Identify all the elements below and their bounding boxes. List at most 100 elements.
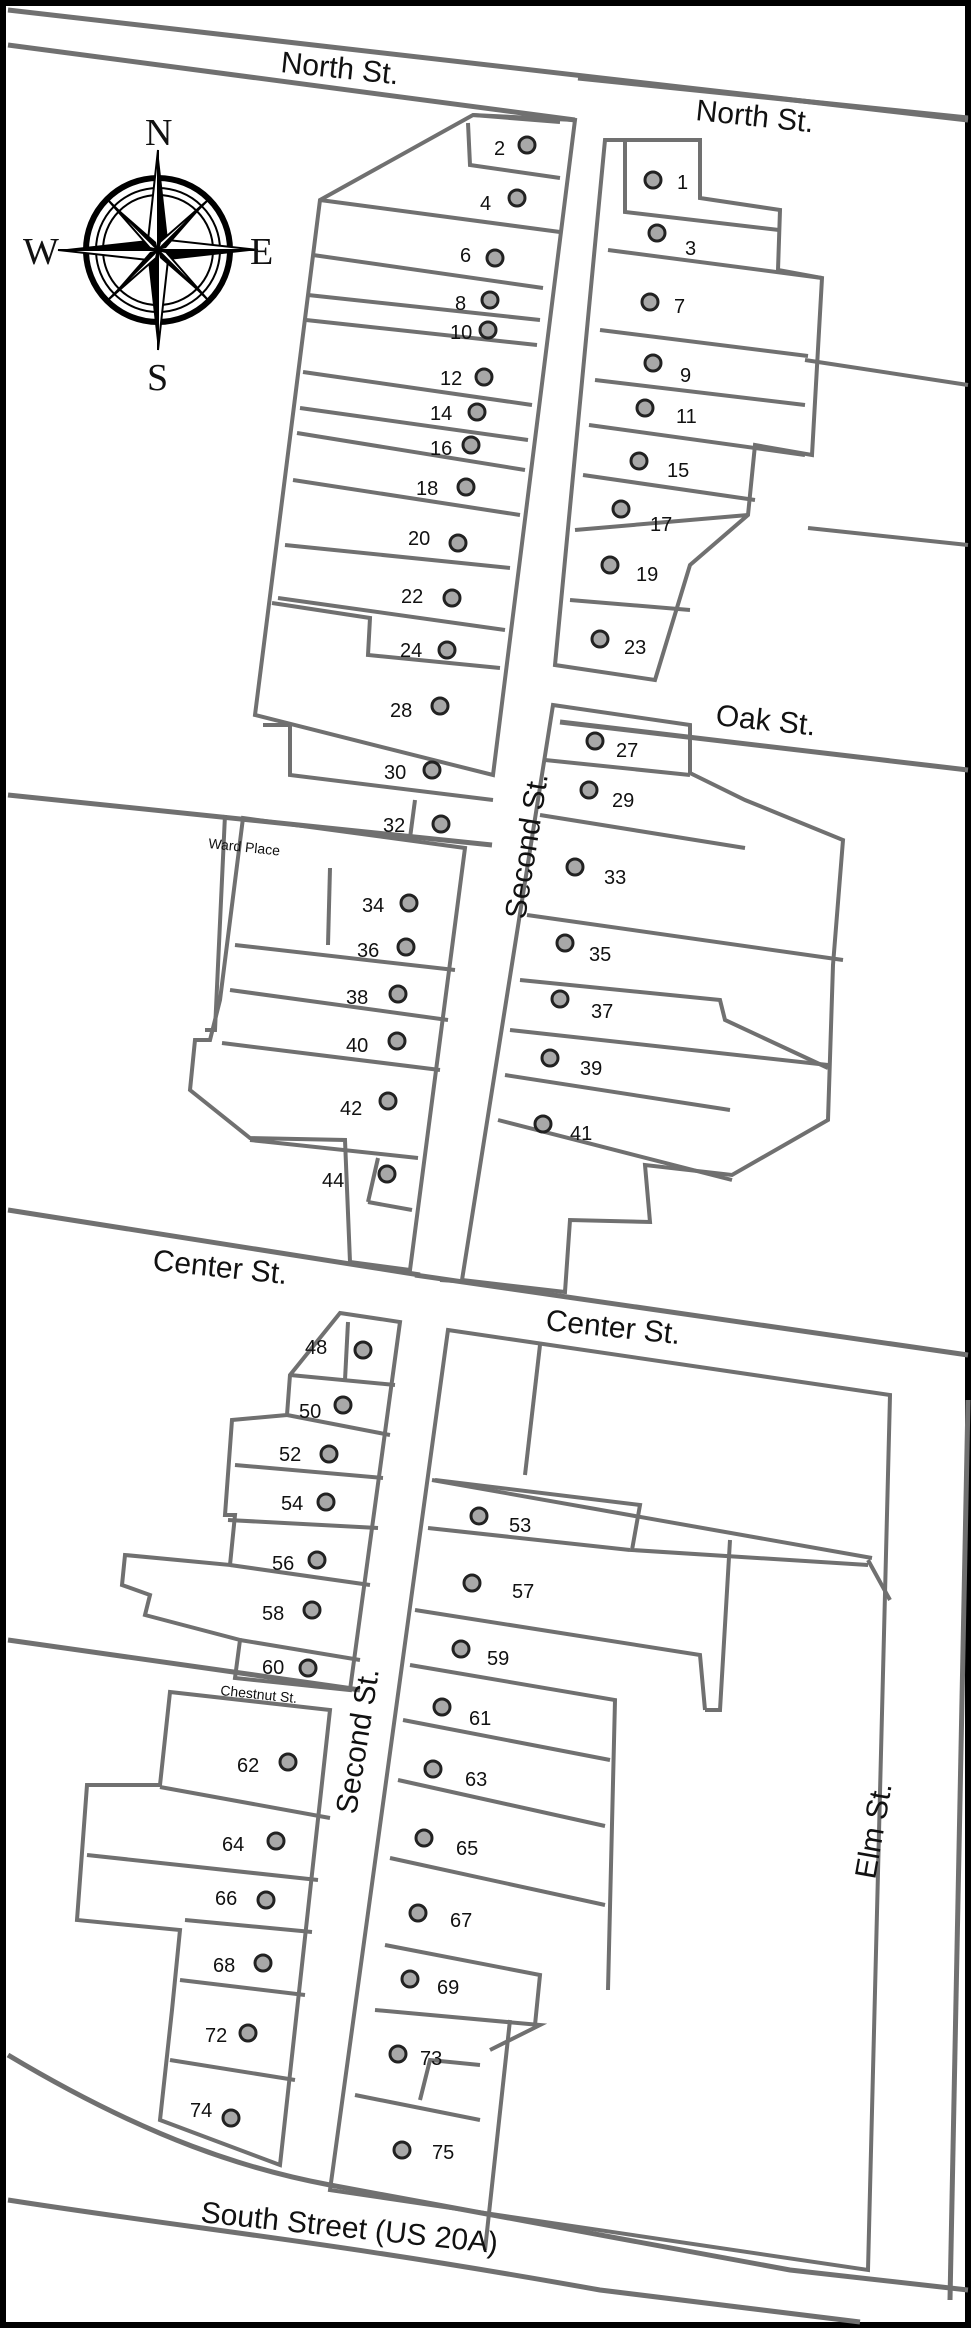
property-marker-41[interactable] bbox=[533, 1114, 553, 1134]
property-marker-35[interactable] bbox=[555, 933, 575, 953]
property-marker-38[interactable] bbox=[388, 984, 408, 1004]
property-number-32: 32 bbox=[383, 815, 405, 837]
property-marker-32[interactable] bbox=[431, 814, 451, 834]
property-number-74: 74 bbox=[190, 2100, 212, 2122]
property-marker-8[interactable] bbox=[480, 290, 500, 310]
property-number-19: 19 bbox=[636, 564, 658, 586]
property-number-30: 30 bbox=[384, 762, 406, 784]
property-number-8: 8 bbox=[455, 293, 466, 315]
property-marker-65[interactable] bbox=[414, 1828, 434, 1848]
property-marker-59[interactable] bbox=[451, 1639, 471, 1659]
property-marker-36[interactable] bbox=[396, 937, 416, 957]
property-marker-15[interactable] bbox=[629, 451, 649, 471]
property-marker-29[interactable] bbox=[579, 780, 599, 800]
property-marker-54[interactable] bbox=[316, 1492, 336, 1512]
property-number-35: 35 bbox=[589, 944, 611, 966]
property-number-9: 9 bbox=[680, 365, 691, 387]
property-marker-3[interactable] bbox=[647, 223, 667, 243]
property-marker-22[interactable] bbox=[442, 588, 462, 608]
property-marker-27[interactable] bbox=[585, 731, 605, 751]
property-marker-44[interactable] bbox=[377, 1164, 397, 1184]
property-number-7: 7 bbox=[674, 296, 685, 318]
property-marker-53[interactable] bbox=[469, 1506, 489, 1526]
property-marker-33[interactable] bbox=[565, 857, 585, 877]
property-marker-37[interactable] bbox=[550, 989, 570, 1009]
compass-e: E bbox=[250, 231, 273, 273]
property-marker-61[interactable] bbox=[432, 1697, 452, 1717]
property-marker-12[interactable] bbox=[474, 367, 494, 387]
property-number-67: 67 bbox=[450, 1910, 472, 1932]
property-number-2: 2 bbox=[494, 138, 505, 160]
property-marker-64[interactable] bbox=[266, 1831, 286, 1851]
property-marker-2[interactable] bbox=[517, 135, 537, 155]
property-number-40: 40 bbox=[346, 1035, 368, 1057]
property-marker-20[interactable] bbox=[448, 533, 468, 553]
compass-rose-icon: N S E W bbox=[23, 112, 273, 399]
property-number-44: 44 bbox=[322, 1170, 344, 1192]
property-marker-50[interactable] bbox=[333, 1395, 353, 1415]
property-number-65: 65 bbox=[456, 1838, 478, 1860]
property-marker-68[interactable] bbox=[253, 1953, 273, 1973]
property-marker-63[interactable] bbox=[423, 1759, 443, 1779]
block-a-lots bbox=[252, 112, 578, 839]
property-number-36: 36 bbox=[357, 940, 379, 962]
property-number-38: 38 bbox=[346, 987, 368, 1009]
property-number-23: 23 bbox=[624, 637, 646, 659]
property-marker-19[interactable] bbox=[600, 555, 620, 575]
property-marker-17[interactable] bbox=[611, 499, 631, 519]
property-number-34: 34 bbox=[362, 895, 384, 917]
street-label-ward-place: Ward Place bbox=[208, 835, 281, 858]
property-marker-40[interactable] bbox=[387, 1031, 407, 1051]
property-marker-75[interactable] bbox=[392, 2140, 412, 2160]
property-marker-56[interactable] bbox=[307, 1550, 327, 1570]
property-marker-24[interactable] bbox=[437, 640, 457, 660]
property-marker-39[interactable] bbox=[540, 1048, 560, 1068]
property-number-42: 42 bbox=[340, 1098, 362, 1120]
property-marker-10[interactable] bbox=[478, 320, 498, 340]
property-marker-67[interactable] bbox=[408, 1903, 428, 1923]
property-number-48: 48 bbox=[305, 1337, 327, 1359]
property-marker-4[interactable] bbox=[507, 188, 527, 208]
block-d-lots bbox=[439, 702, 846, 1295]
property-number-73: 73 bbox=[420, 2048, 442, 2070]
property-number-54: 54 bbox=[281, 1493, 303, 1515]
property-number-14: 14 bbox=[430, 403, 452, 425]
property-marker-74[interactable] bbox=[221, 2108, 241, 2128]
property-marker-42[interactable] bbox=[378, 1091, 398, 1111]
property-marker-11[interactable] bbox=[635, 398, 655, 418]
property-number-28: 28 bbox=[390, 700, 412, 722]
property-marker-52[interactable] bbox=[319, 1444, 339, 1464]
property-number-39: 39 bbox=[580, 1058, 602, 1080]
property-number-59: 59 bbox=[487, 1648, 509, 1670]
property-marker-7[interactable] bbox=[640, 292, 660, 312]
property-marker-18[interactable] bbox=[456, 477, 476, 497]
property-number-22: 22 bbox=[401, 586, 423, 608]
property-marker-14[interactable] bbox=[467, 402, 487, 422]
property-marker-34[interactable] bbox=[399, 893, 419, 913]
property-marker-62[interactable] bbox=[278, 1752, 298, 1772]
property-marker-72[interactable] bbox=[238, 2023, 258, 2043]
property-number-1: 1 bbox=[677, 172, 688, 194]
property-number-60: 60 bbox=[262, 1657, 284, 1679]
property-markers: 1234678910111214151617181920222324272829… bbox=[190, 135, 697, 2164]
property-marker-60[interactable] bbox=[298, 1658, 318, 1678]
property-marker-66[interactable] bbox=[256, 1890, 276, 1910]
property-number-29: 29 bbox=[612, 790, 634, 812]
property-marker-6[interactable] bbox=[485, 248, 505, 268]
property-number-17: 17 bbox=[650, 514, 672, 536]
property-marker-73[interactable] bbox=[388, 2044, 408, 2064]
property-marker-58[interactable] bbox=[302, 1600, 322, 1620]
property-number-53: 53 bbox=[509, 1515, 531, 1537]
property-marker-30[interactable] bbox=[422, 760, 442, 780]
property-marker-57[interactable] bbox=[462, 1573, 482, 1593]
property-marker-28[interactable] bbox=[430, 696, 450, 716]
property-number-27: 27 bbox=[616, 740, 638, 762]
property-marker-23[interactable] bbox=[590, 629, 610, 649]
property-marker-16[interactable] bbox=[461, 435, 481, 455]
property-marker-48[interactable] bbox=[353, 1340, 373, 1360]
property-marker-69[interactable] bbox=[400, 1969, 420, 1989]
property-marker-1[interactable] bbox=[643, 170, 663, 190]
property-marker-9[interactable] bbox=[643, 353, 663, 373]
